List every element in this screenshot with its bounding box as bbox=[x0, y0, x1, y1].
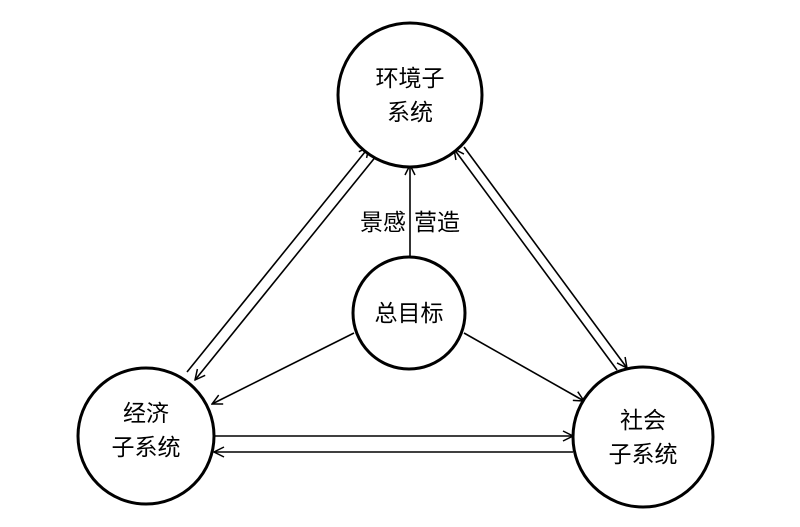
node-environment: 环境子 系统 bbox=[336, 21, 484, 169]
edge-economy-to-environment bbox=[186, 147, 369, 373]
node-economy: 经济 子系统 bbox=[76, 366, 216, 506]
node-economy-circle bbox=[76, 366, 216, 506]
edge-goal-to-society bbox=[463, 332, 584, 401]
node-society-circle bbox=[571, 365, 715, 509]
node-economy-line1: 经济 bbox=[123, 401, 169, 427]
node-goal-circle bbox=[351, 255, 467, 371]
node-economy-line2: 子系统 bbox=[112, 435, 181, 461]
edge-society-to-environment bbox=[454, 149, 618, 371]
edges bbox=[186, 146, 627, 452]
edge-label-left: 景感 bbox=[360, 210, 406, 236]
edge-label-right: 营造 bbox=[414, 210, 460, 236]
edge-environment-to-economy bbox=[195, 154, 378, 380]
edge-goal-to-economy bbox=[212, 332, 355, 404]
node-environment-circle bbox=[336, 21, 484, 169]
node-society-line1: 社会 bbox=[620, 408, 666, 434]
edge-environment-to-society bbox=[463, 146, 627, 368]
node-goal-label: 总目标 bbox=[375, 301, 444, 327]
node-environment-line1: 环境子 bbox=[376, 66, 445, 92]
node-environment-line2: 系统 bbox=[387, 100, 433, 126]
node-society: 社会 子系统 bbox=[571, 365, 715, 509]
node-society-line2: 子系统 bbox=[609, 442, 678, 468]
node-goal: 总目标 bbox=[351, 255, 467, 371]
